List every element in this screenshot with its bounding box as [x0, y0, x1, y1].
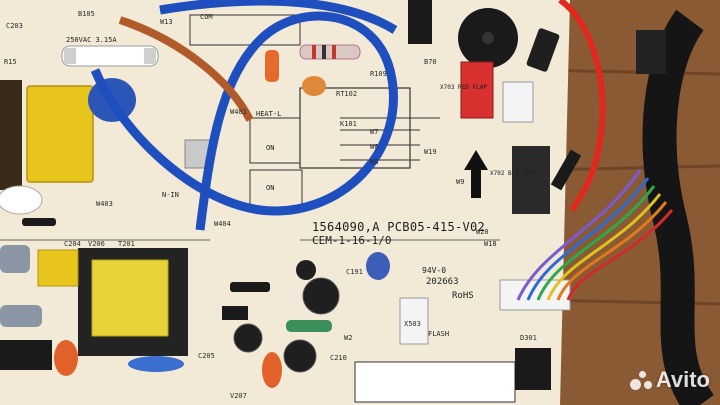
avito-watermark: Avito [629, 367, 710, 393]
pcb-n-in-label: N-IN [162, 191, 179, 199]
pcb-fuse-label: 250VAC 3.15A [66, 36, 117, 44]
pcb-designator: R15 [4, 58, 17, 66]
pcb-designator: W401 [230, 108, 247, 116]
pcb-rohs-label: RoHS [452, 291, 474, 301]
resistor [299, 44, 361, 60]
pcb-designator: W2 [344, 334, 353, 342]
blue-wire [90, 11, 398, 231]
pcb-designator: C205 [198, 352, 215, 360]
pcb-designator: W7 [370, 128, 379, 136]
fuse [61, 45, 159, 67]
pcb-designator: W404 [214, 220, 231, 228]
pcb-designator: C210 [330, 354, 347, 362]
pcb-designator: W20 [476, 228, 489, 236]
pcb-designator: T201 [118, 240, 135, 248]
black-cable [642, 9, 715, 405]
pcb-designator: D301 [520, 334, 537, 342]
red-flap-connector [460, 61, 494, 119]
pcb-designator: V207 [230, 392, 247, 400]
black-flap-connector [512, 146, 550, 214]
pcb-designator: V206 [88, 240, 105, 248]
x-capacitor [26, 85, 94, 183]
pcb-batch-label: 202663 [426, 277, 459, 287]
pcb-on-label-a: ON [266, 144, 275, 152]
pcb-designator: W403 [96, 200, 113, 208]
pcb-cem-label: CEM-1-16-1/0 [312, 234, 392, 247]
inductor [0, 80, 22, 190]
pcb-designator: X503 [404, 320, 421, 328]
pcb-cert-label: 94V-0 [422, 266, 447, 275]
avito-logo-icon [629, 369, 652, 391]
pcb-designator: C203 [6, 22, 23, 30]
pcb-flash-label: FLASH [428, 330, 450, 338]
pcb-designator: R109 [370, 70, 387, 78]
pcb-blk-flap-label: X702 BLK FLAP [490, 170, 537, 177]
pcb-designator: W19 [424, 148, 437, 156]
pcb-designator: W13 [160, 18, 173, 26]
pcb-designator: C191 [346, 268, 363, 276]
pcb-designator: K101 [340, 120, 357, 128]
red-wire [558, 0, 606, 212]
pcb-on-label-b: ON [266, 184, 275, 192]
pcb-designator: W6 [370, 143, 379, 151]
pcb-model-label: 1564090,A PCB05-415-V02 [312, 220, 486, 234]
avito-watermark-text: Avito [655, 367, 710, 392]
pcb-designator: W9 [456, 178, 465, 186]
pcb-com-label: COM [200, 13, 213, 21]
pcb-designator: B105 [78, 10, 95, 18]
pcb-designator: C204 [64, 240, 81, 248]
pcb-designator: W8 [370, 158, 379, 166]
pcb-red-flap-label: X703 RED FLAP [440, 84, 487, 91]
pcb-designator: B70 [424, 58, 437, 66]
pcb-designator: W18 [484, 240, 497, 248]
ic-chip [515, 348, 551, 390]
electrolytic-cap [302, 277, 340, 315]
pcb-heat-label: HEAT-L [256, 110, 282, 118]
pcb-designator: RT102 [336, 90, 358, 98]
